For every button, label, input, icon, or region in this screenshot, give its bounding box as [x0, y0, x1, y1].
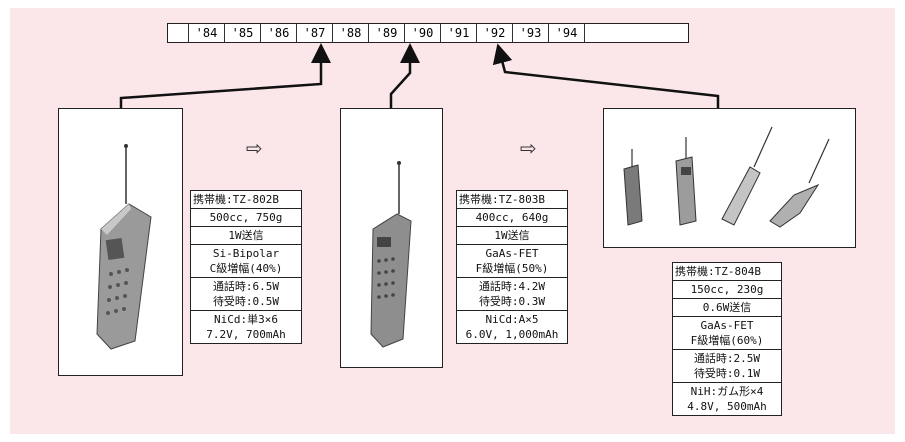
phone-variant-2: [675, 137, 697, 226]
year-92: '92: [476, 24, 512, 42]
phone-variant-1: [623, 149, 643, 226]
spec-table-tz-804b: 携帯機:TZ-804B 150cc, 230g 0.6W送信 GaAs-FET …: [672, 262, 782, 416]
spec-model: 携帯機:TZ-804B: [675, 265, 761, 278]
spec-table-tz-802b: 携帯機:TZ-802B 500cc, 750g 1W送信 Si-Bipolar …: [190, 190, 302, 344]
spec-device: Si-Bipolar: [212, 247, 280, 260]
connector-804b: [492, 43, 720, 108]
year-89: '89: [368, 24, 404, 42]
year-88: '88: [332, 24, 368, 42]
spec-talk: 通話時:4.2W: [478, 280, 546, 293]
spec-battery: NiH:ガム形×4: [690, 385, 764, 398]
year-91: '91: [440, 24, 476, 42]
connector-803b: [389, 43, 420, 108]
phones-tz-804b-illustration: [623, 126, 830, 228]
spec-amp: C級増幅(40%): [209, 262, 283, 275]
spec-model: 携帯機:TZ-803B: [459, 193, 545, 206]
year-90: '90: [404, 24, 440, 42]
spec-battery-spec: 7.2V, 700mAh: [206, 328, 286, 341]
year-93: '93: [512, 24, 548, 42]
spec-battery: NiCd:単3×6: [214, 313, 278, 326]
right-arrow-icon: ⇨: [520, 136, 537, 160]
spec-volume-weight: 500cc, 750g: [191, 208, 301, 226]
spec-battery: NiCd:A×5: [485, 313, 539, 326]
spec-volume-weight: 400cc, 640g: [457, 208, 567, 226]
spec-battery-spec: 4.8V, 500mAh: [687, 400, 767, 413]
spec-talk: 通話時:6.5W: [212, 280, 280, 293]
spec-device: GaAs-FET: [700, 319, 754, 332]
spec-tx-power: 0.6W送信: [673, 298, 781, 316]
spec-tx-power: 1W送信: [457, 226, 567, 244]
phone-variant-4: [769, 138, 830, 228]
year-timeline: '84 '85 '86 '87 '88 '89 '90 '91 '92 '93 …: [167, 23, 689, 43]
year-94: '94: [548, 24, 584, 42]
year-84: '84: [188, 24, 224, 42]
phone-tz-802b-illustration: [96, 144, 152, 350]
spec-amp: F級増幅(50%): [475, 262, 549, 275]
right-arrow-icon: ⇨: [246, 136, 263, 160]
spec-talk: 通話時:2.5W: [693, 352, 761, 365]
spec-volume-weight: 150cc, 230g: [673, 280, 781, 298]
year-86: '86: [260, 24, 296, 42]
spec-model: 携帯機:TZ-802B: [193, 193, 279, 206]
year-85: '85: [224, 24, 260, 42]
spec-standby: 待受時:0.5W: [212, 295, 280, 308]
photo-tz-802b: [58, 108, 183, 376]
photo-tz-803b: [340, 108, 443, 368]
year-87: '87: [296, 24, 332, 42]
timeline-tail: [584, 24, 688, 42]
spec-battery-spec: 6.0V, 1,000mAh: [465, 328, 559, 341]
connector-802b: [119, 43, 331, 108]
spec-standby: 待受時:0.3W: [478, 295, 546, 308]
phone-variant-3: [721, 126, 773, 226]
spec-standby: 待受時:0.1W: [693, 367, 761, 380]
phone-tz-803b-illustration: [370, 161, 412, 348]
spec-tx-power: 1W送信: [191, 226, 301, 244]
photo-tz-804b: [603, 108, 856, 248]
spec-table-tz-803b: 携帯機:TZ-803B 400cc, 640g 1W送信 GaAs-FET F級…: [456, 190, 568, 344]
spec-amp: F級増幅(60%): [690, 334, 764, 347]
spec-device: GaAs-FET: [485, 247, 539, 260]
